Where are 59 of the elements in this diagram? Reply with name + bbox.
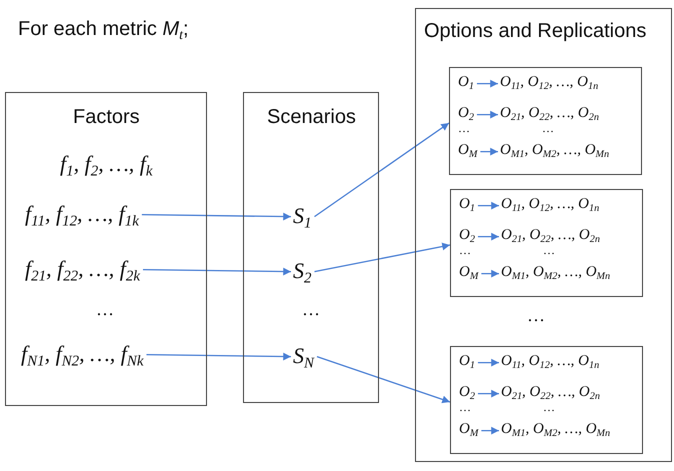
- ellipsis-text: …: [459, 401, 471, 413]
- arrow: [316, 356, 450, 404]
- option-symbol: O$_{1}$: [459, 196, 475, 214]
- panel-box: [5, 92, 207, 406]
- arrow: [478, 232, 499, 241]
- panel-box: [415, 8, 672, 462]
- option-symbol: O$_{1}$: [459, 353, 475, 370]
- scenario-symbol: S$_{1}$: [293, 203, 312, 228]
- ellipsis-text: …: [543, 401, 555, 413]
- ellipsis-text: …: [96, 300, 114, 318]
- factor-list: f$_{11}$, f$_{12}$, …, f$_{1k}$: [25, 201, 139, 226]
- panel-heading: Scenarios: [267, 105, 356, 129]
- arrow: [142, 268, 292, 276]
- option-symbol: O$_{1}$: [458, 74, 474, 92]
- replication-list: O$_{21}$, O$_{22}$, …, O$_{2n}$: [501, 384, 600, 402]
- arrow: [481, 270, 499, 278]
- replication-list: O$_{M1}$, O$_{M2}$, …, O$_{Mn}$: [501, 264, 610, 282]
- arrow: [146, 352, 292, 360]
- options-box: [449, 67, 642, 175]
- arrow: [480, 148, 498, 156]
- scenario-symbol: S$_{N}$: [293, 343, 314, 368]
- panel-box: [243, 92, 379, 403]
- option-symbol: O$_{M}$: [459, 421, 478, 438]
- factor-list: f$_{N1}$, f$_{N2}$, …, f$_{Nk}$: [21, 341, 144, 366]
- scenario-symbol: S$_{2}$: [293, 258, 312, 284]
- arrow: [478, 390, 499, 398]
- arrow: [142, 212, 292, 220]
- replication-list: O$_{11}$, O$_{12}$, …, O$_{1n}$: [501, 196, 600, 214]
- ellipsis-text: …: [302, 300, 320, 318]
- option-symbol: O$_{M}$: [459, 264, 478, 282]
- option-symbol: O$_{2}$: [459, 227, 475, 244]
- options-box: [450, 346, 643, 454]
- option-symbol: O$_{M}$: [458, 142, 478, 160]
- option-symbol: O$_{2}$: [459, 384, 475, 402]
- ellipsis-text: …: [527, 306, 545, 324]
- formula-text: f$_{1}$, f$_{2}$, …, f$_{k}$: [60, 151, 153, 176]
- title: For each metric M$_{t}$;: [18, 18, 189, 41]
- replication-list: O$_{11}$, O$_{12}$, …, O$_{1n}$: [501, 353, 600, 370]
- arrow: [314, 122, 450, 218]
- ellipsis-text: …: [543, 244, 555, 256]
- option-symbol: O$_{2}$: [458, 105, 474, 122]
- arrow: [314, 242, 450, 272]
- panel-heading: Factors: [73, 105, 140, 129]
- ellipsis-text: …: [459, 244, 471, 256]
- arrow: [478, 358, 499, 367]
- replication-list: O$_{11}$, O$_{12}$, …, O$_{1n}$: [500, 74, 598, 92]
- ellipsis-text: …: [542, 122, 554, 134]
- factor-list: f$_{21}$, f$_{22}$, …, f$_{2k}$: [25, 256, 140, 282]
- replication-list: O$_{21}$, O$_{22}$, …, O$_{2n}$: [501, 227, 600, 244]
- replication-list: O$_{21}$, O$_{22}$, …, O$_{2n}$: [500, 105, 599, 122]
- replication-list: O$_{M1}$, O$_{M2}$, …, O$_{Mn}$: [500, 142, 610, 160]
- arrow: [476, 80, 498, 88]
- arrow: [481, 426, 499, 435]
- arrow: [476, 110, 498, 119]
- arrow: [478, 202, 499, 210]
- options-box: [450, 189, 643, 297]
- panel-heading: Options and Replications: [424, 19, 646, 43]
- replication-list: O$_{M1}$, O$_{M2}$, …, O$_{Mn}$: [501, 421, 610, 438]
- ellipsis-text: …: [458, 122, 470, 134]
